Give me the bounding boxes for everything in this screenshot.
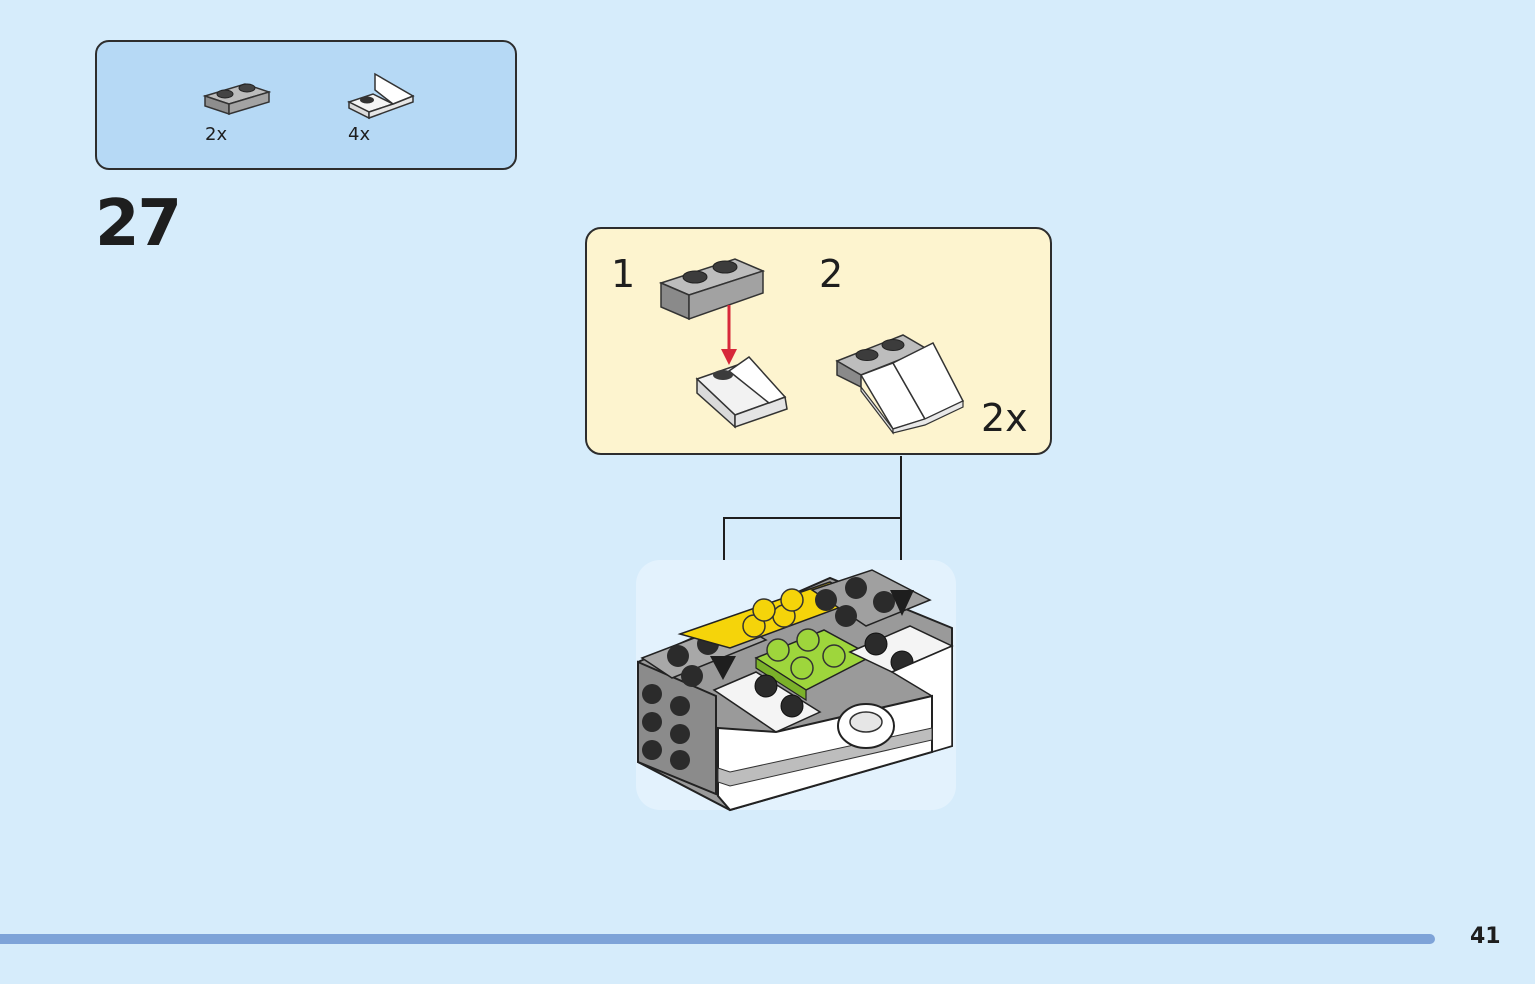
step-number: 27 (95, 187, 182, 261)
footer-bar (0, 934, 1435, 944)
white-slope-bracket-icon (345, 68, 417, 124)
sub-step-number: 2 (819, 252, 844, 296)
page-number: 41 (1470, 924, 1501, 949)
part-quantity: 2x (205, 124, 228, 145)
sub-step-1-illustration (659, 249, 799, 439)
model-illustration (580, 450, 960, 825)
sub-step-number: 1 (611, 252, 636, 296)
part-quantity: 4x (348, 124, 371, 145)
gray-plate-1x2-icon (201, 74, 271, 122)
sub-assembly-quantity: 2x (981, 396, 1028, 440)
parts-list-box: 2x 4x (95, 40, 517, 170)
sub-step-2-illustration (833, 325, 969, 437)
sub-assembly-box: 1 2 2x (585, 227, 1052, 455)
